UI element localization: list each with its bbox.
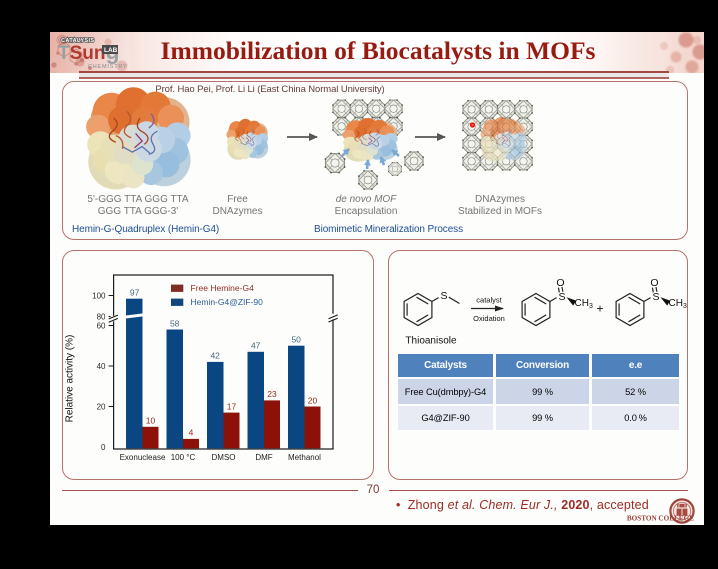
svg-text:Free Hemine-G4: Free Hemine-G4: [191, 283, 255, 293]
svg-text:40: 40: [97, 362, 106, 371]
svg-text:+: +: [596, 302, 603, 316]
svg-text:O: O: [650, 277, 658, 289]
svg-text:S: S: [558, 291, 565, 303]
svg-text:CATALYSIS: CATALYSIS: [61, 38, 94, 44]
svg-text:20: 20: [97, 402, 106, 411]
svg-text:100: 100: [92, 291, 106, 300]
svg-text:Relative activity (%): Relative activity (%): [65, 335, 76, 423]
svg-text:Hemin-G4@ZIF-90: Hemin-G4@ZIF-90: [191, 297, 264, 307]
svg-text:10: 10: [146, 416, 156, 426]
svg-text:CH3: CH3: [575, 298, 593, 310]
svg-text:80: 80: [97, 312, 106, 321]
svg-text:60: 60: [97, 321, 106, 330]
svg-text:17: 17: [227, 401, 237, 411]
svg-text:Oxidation: Oxidation: [473, 314, 505, 323]
svg-text:47: 47: [251, 341, 261, 351]
svg-text:Thioanisole: Thioanisole: [405, 336, 457, 347]
svg-text:Methanol: Methanol: [288, 453, 321, 462]
svg-text:100 °C: 100 °C: [171, 453, 196, 462]
svg-text:42: 42: [210, 351, 220, 361]
svg-text:23: 23: [267, 389, 277, 399]
svg-text:58: 58: [170, 318, 180, 328]
svg-text:20: 20: [308, 395, 318, 405]
svg-text:S: S: [440, 290, 447, 302]
svg-text:LAB: LAB: [104, 47, 118, 54]
svg-text:0: 0: [101, 443, 106, 452]
svg-text:catalyst: catalyst: [476, 296, 502, 305]
svg-text:97: 97: [130, 288, 140, 298]
svg-text:50: 50: [291, 335, 301, 345]
svg-text:CHEMISTRY: CHEMISTRY: [88, 64, 128, 70]
svg-text:DMSO: DMSO: [212, 453, 236, 462]
svg-text:4: 4: [189, 428, 194, 438]
svg-text:DMF: DMF: [255, 453, 272, 462]
svg-text:Exonuclease: Exonuclease: [120, 453, 166, 462]
svg-text:CH3: CH3: [669, 298, 687, 310]
svg-text:BOSTON COLLEGE: BOSTON COLLEGE: [627, 515, 694, 523]
svg-text:S: S: [652, 291, 659, 303]
svg-text:O: O: [556, 277, 564, 289]
